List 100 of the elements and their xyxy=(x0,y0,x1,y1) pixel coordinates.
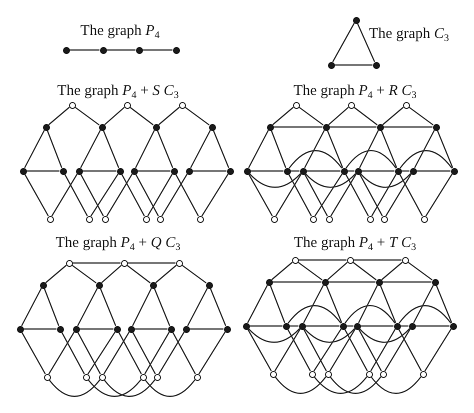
graph-edge xyxy=(74,106,100,126)
graph-edge xyxy=(328,106,349,126)
graph-edge xyxy=(48,106,70,126)
filled-vertex xyxy=(298,322,306,330)
graph-edge xyxy=(181,264,207,284)
graph-edge xyxy=(118,332,142,374)
open-vertex xyxy=(308,370,316,378)
graph-edge xyxy=(51,174,78,216)
graph-edge xyxy=(306,170,340,172)
graph-edge xyxy=(175,174,199,216)
open-vertex xyxy=(402,102,410,108)
graph-edge xyxy=(314,174,343,216)
graph-edge xyxy=(247,284,268,324)
filled-vertex xyxy=(42,124,50,130)
graph-edge xyxy=(248,130,269,168)
graph-edge xyxy=(384,126,432,128)
graph-edge xyxy=(61,332,85,374)
filled-vertex xyxy=(376,124,384,130)
filled-vertex xyxy=(96,282,102,288)
graph-edge xyxy=(360,173,412,188)
graph-edge xyxy=(370,376,422,394)
graph-edge xyxy=(198,332,226,374)
open-vertex xyxy=(68,102,76,108)
open-vertex xyxy=(310,216,316,222)
graph-edge xyxy=(270,285,286,323)
graph-edge xyxy=(306,325,340,327)
open-vertex xyxy=(44,374,50,380)
graph-edge xyxy=(297,262,323,280)
graph-edge xyxy=(304,174,328,216)
graph-edge xyxy=(359,130,379,168)
open-vertex xyxy=(156,216,164,222)
graph-edge xyxy=(304,173,356,188)
graph-edge xyxy=(147,174,173,216)
graph-edge xyxy=(400,150,452,169)
open-vertex xyxy=(82,374,90,380)
graph-edge xyxy=(155,264,177,284)
graph-edge xyxy=(156,130,174,168)
filled-vertex xyxy=(408,322,416,330)
graph-edge xyxy=(250,325,282,327)
graph-edge xyxy=(346,150,396,169)
graph-edge xyxy=(288,305,342,324)
graph-edge xyxy=(210,288,226,326)
graph-edge xyxy=(334,64,372,66)
graph-edge xyxy=(48,332,75,374)
graph-edge xyxy=(184,106,210,126)
graph-edge xyxy=(413,284,434,324)
graph-edge xyxy=(326,130,344,168)
open-vertex xyxy=(324,370,332,378)
graph-title: The graph C$_{3}$ xyxy=(369,25,449,43)
graph-title: The graph P$_{4}$ + S C$_{3}$ xyxy=(57,82,179,100)
filled-vertex xyxy=(244,168,250,174)
graph-edge xyxy=(436,285,452,323)
graph-edge xyxy=(134,328,168,330)
graph-edge xyxy=(121,174,145,216)
graph-edge xyxy=(106,174,133,216)
graph-edge xyxy=(248,173,302,188)
graph-title: The graph P$_{4}$ + T C$_{3}$ xyxy=(294,234,416,252)
graph-edge xyxy=(414,130,435,168)
graph-edge xyxy=(358,284,378,324)
filled-vertex xyxy=(16,326,24,332)
graph-edge xyxy=(201,174,229,216)
graph-edge xyxy=(329,328,356,372)
graph-edge xyxy=(359,174,383,216)
open-vertex xyxy=(326,216,332,222)
filled-vertex xyxy=(266,124,274,130)
filled-vertex xyxy=(284,168,290,174)
filled-vertex xyxy=(208,124,216,130)
filled-vertex xyxy=(394,168,402,174)
filled-vertex xyxy=(136,46,142,54)
filled-vertex xyxy=(340,168,348,174)
filled-vertex xyxy=(224,326,230,332)
filled-vertex xyxy=(56,326,64,332)
graph-edge xyxy=(87,332,116,374)
open-vertex xyxy=(66,260,72,266)
graph-edge xyxy=(187,288,208,326)
graph-edge xyxy=(399,174,423,216)
filled-vertex xyxy=(450,322,456,330)
graph-title: The graph P$_{4}$ + R C$_{3}$ xyxy=(293,82,417,100)
graph-edge xyxy=(384,328,411,372)
filled-vertex xyxy=(340,322,346,330)
graph-edge xyxy=(330,174,357,216)
graph-edge xyxy=(353,106,378,126)
graph-edge xyxy=(247,328,272,372)
filled-vertex xyxy=(170,168,178,174)
graph-edge xyxy=(271,262,293,280)
graph-edge xyxy=(304,328,356,343)
graph-edge xyxy=(24,174,49,216)
open-vertex xyxy=(194,374,200,380)
graph-edge xyxy=(80,174,104,216)
filled-vertex xyxy=(410,168,416,174)
graph-edge xyxy=(382,106,404,126)
graph-edge xyxy=(288,174,312,216)
graph-edge xyxy=(330,126,376,128)
graph-edge xyxy=(88,379,142,397)
graph-edge xyxy=(190,130,211,168)
filled-vertex xyxy=(354,322,360,330)
filled-vertex xyxy=(394,322,400,330)
graph-edge xyxy=(129,106,154,126)
graph-edge xyxy=(45,264,67,284)
graph-edge xyxy=(327,262,348,280)
